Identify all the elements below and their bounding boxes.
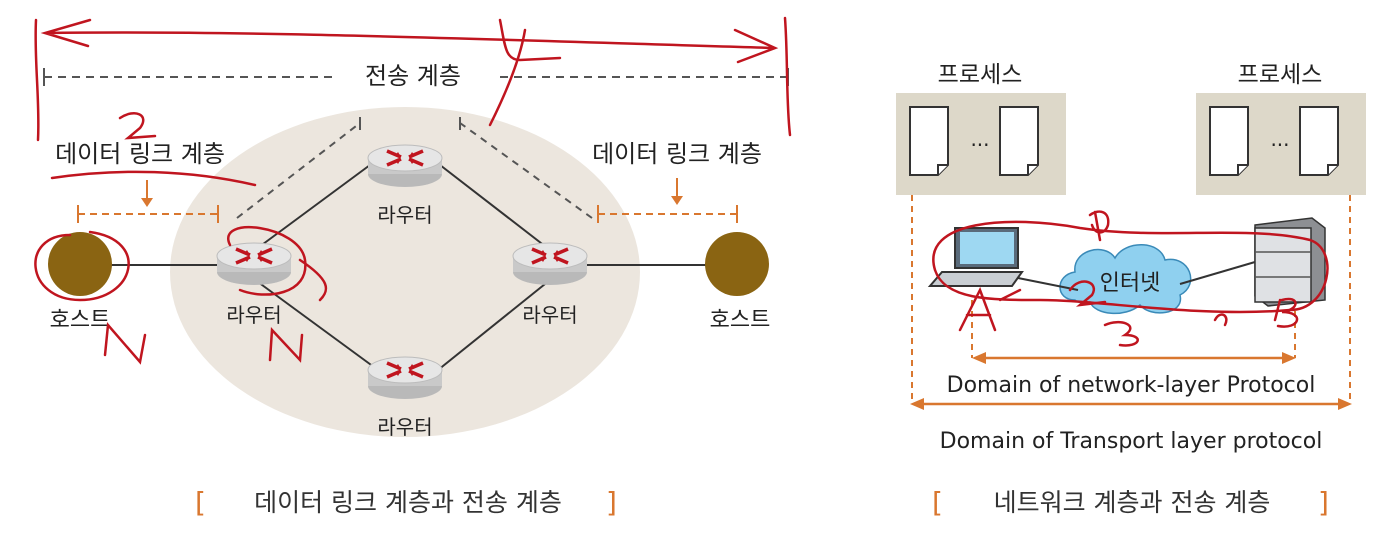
router-right-label: 라우터: [522, 303, 577, 327]
handwritten-annotations: [34, 16, 1329, 365]
router-bottom: 라우터: [366, 355, 444, 439]
router-top: 라우터: [366, 143, 444, 227]
transport-layer-label: 전송 계층: [365, 62, 461, 90]
annotation-right-bar: [783, 16, 792, 137]
annotation-mark-3: [1103, 320, 1139, 347]
annotation-top-arrow: [40, 18, 779, 64]
process-box-right: ...: [1196, 93, 1366, 195]
right-caption-close-bracket: ]: [1318, 486, 1329, 519]
left-diagram: 전송 계층 데이터 링크 계층 데이터 링크 계층: [43, 62, 789, 519]
domain-guide-lines: [911, 195, 1351, 400]
annotation-mark-2-right: [1068, 280, 1107, 307]
transport-guide-lines: [236, 117, 593, 219]
annotation-mark-n-router: [268, 327, 304, 363]
annotation-mark-n-left: [103, 321, 147, 365]
data-link-right-label: 데이터 링크 계층: [592, 140, 762, 168]
router-left-label: 라우터: [226, 303, 281, 327]
laptop-icon: [927, 227, 1024, 287]
network-domain-label: Domain of network-layer Protocol: [947, 373, 1316, 398]
right-caption: [ 네트워크 계층과 전송 계층 ]: [932, 486, 1329, 519]
annotation-left-bar: [34, 18, 40, 142]
left-caption-text: 데이터 링크 계층과 전송 계층: [254, 488, 562, 517]
network-area-ellipse: [170, 107, 640, 437]
process-left-ellipsis: ...: [970, 127, 989, 151]
annotation-router-circle: [227, 226, 328, 302]
annotation-right-circle-loop: [932, 220, 1329, 314]
annotation-mark-4: [488, 18, 562, 127]
router-right: 라우터: [511, 241, 589, 327]
annotation-mark-a: [958, 286, 997, 332]
network-domain-arrow: [972, 352, 1296, 364]
transport-domain-arrow: [910, 398, 1352, 410]
right-caption-text: 네트워크 계층과 전송 계층: [994, 488, 1271, 517]
server-icon: [1254, 217, 1326, 307]
internet-links: [1017, 261, 1256, 291]
transport-domain-label: Domain of Transport layer protocol: [940, 429, 1323, 454]
router-left: 라우터: [215, 241, 293, 327]
data-link-left-label: 데이터 링크 계층: [55, 140, 225, 168]
internet-cloud-icon: 인터넷: [1059, 244, 1192, 314]
annotation-mark-squiggle: [998, 288, 1228, 327]
annotation-underline: [50, 170, 257, 187]
host-right-label: 호스트: [710, 308, 771, 333]
annotation-mark-b: [1273, 297, 1299, 328]
right-caption-open-bracket: [: [932, 486, 943, 519]
process-right-ellipsis: ...: [1270, 127, 1289, 151]
router-top-label: 라우터: [377, 203, 432, 227]
left-caption: [ 데이터 링크 계층과 전송 계층 ]: [195, 486, 617, 519]
process-left-label: 프로세스: [938, 62, 1023, 88]
host-right: 호스트: [705, 232, 770, 333]
process-box-left: ...: [896, 93, 1066, 195]
router-bottom-label: 라우터: [377, 415, 432, 439]
internet-label: 인터넷: [1100, 271, 1161, 296]
left-caption-open-bracket: [: [195, 486, 206, 519]
annotation-mark-1: [1088, 210, 1110, 242]
data-link-brackets: [77, 205, 738, 223]
process-right-label: 프로세스: [1238, 62, 1323, 88]
left-caption-close-bracket: ]: [606, 486, 617, 519]
annotation-mark-2: [118, 112, 157, 140]
annotation-host-circle: [34, 230, 130, 302]
host-left-label: 호스트: [50, 308, 111, 333]
host-left: 호스트: [48, 232, 112, 333]
data-link-arrows: [141, 178, 683, 207]
right-diagram: 프로세스 프로세스 ... ...: [896, 62, 1366, 519]
